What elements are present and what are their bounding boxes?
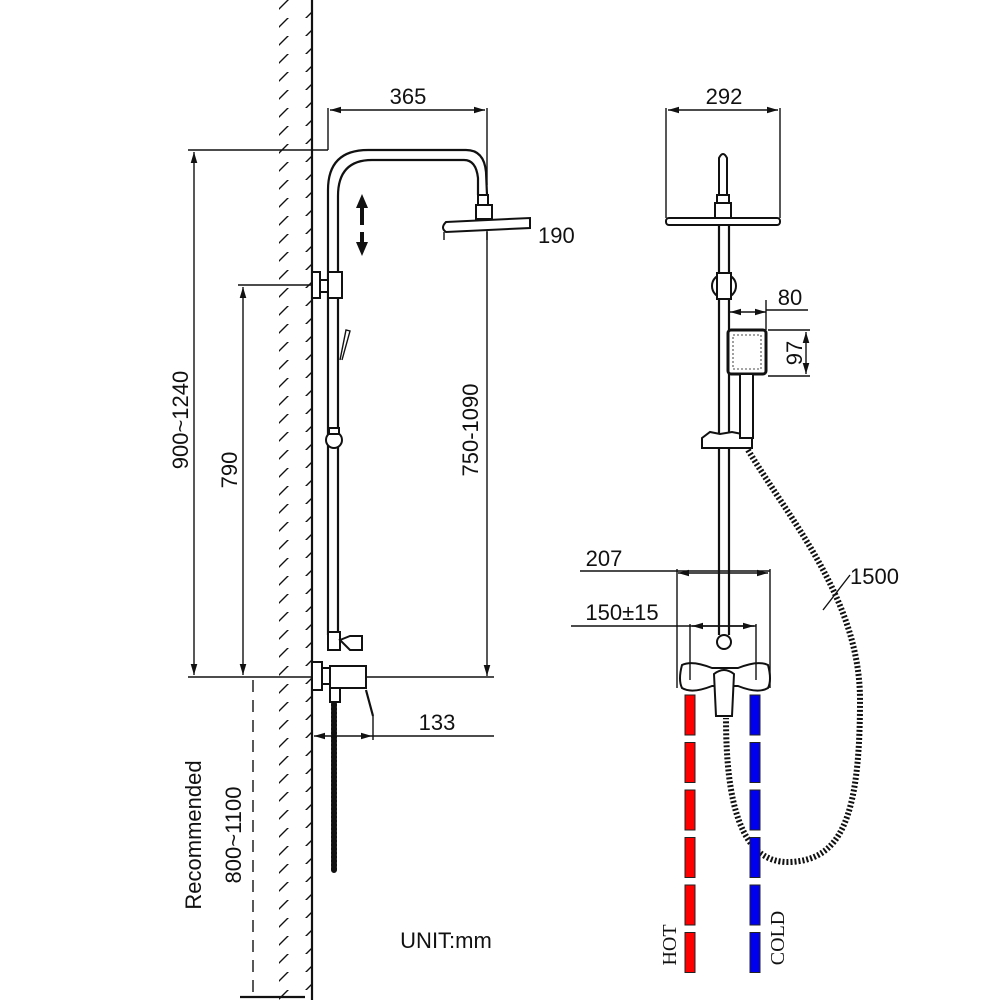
wall-bracket-lower — [311, 661, 323, 691]
dim-mixer-width: 207 — [580, 546, 771, 688]
shower-arm — [326, 148, 493, 272]
dim-arm-reach: 365 — [327, 84, 488, 185]
label-total-height: 900~1240 — [168, 371, 193, 470]
mixer-front — [679, 634, 771, 717]
cold-pipe-segment — [749, 789, 761, 831]
dim-head-thickness: 190 — [443, 223, 575, 248]
dim-total-height: 900~1240 — [168, 149, 328, 678]
diverter-front — [716, 634, 732, 650]
hot-pipe-segment — [684, 789, 696, 831]
dim-head-width: 292 — [665, 84, 781, 218]
mixer-lever-front — [712, 669, 736, 717]
dim-hose-length: 1500 — [822, 564, 899, 611]
label-hose-length: 1500 — [850, 564, 899, 589]
hot-pipe-segment — [684, 837, 696, 878]
handheld-shower-front — [726, 328, 768, 439]
cold-pipe-segment — [749, 742, 761, 783]
label-handheld-width: 80 — [778, 285, 802, 310]
label-hot: HOT — [659, 924, 681, 965]
label-head-thickness: 190 — [538, 223, 575, 248]
dim-inlet-spacing: 150±15 — [571, 600, 757, 680]
cold-water-inlet — [749, 694, 761, 973]
wall-bracket-upper — [311, 271, 321, 299]
hot-water-inlet — [684, 694, 696, 973]
dim-rail-adjust: 750-1090 — [366, 230, 494, 678]
cold-pipe-segment — [749, 932, 761, 973]
unit-label: UNIT:mm — [400, 928, 492, 953]
wall — [279, 0, 314, 1000]
label-head-width: 292 — [706, 84, 743, 109]
label-rail-adjust: 750-1090 — [458, 384, 483, 477]
hot-pipe-segment — [684, 694, 696, 736]
cold-pipe-segment — [749, 884, 761, 926]
cold-pipe-segment — [749, 694, 761, 736]
hose-front — [723, 448, 864, 866]
diverter-side — [338, 635, 363, 651]
dim-bracket-height: 790 — [217, 284, 312, 675]
overhead-shower-head-side — [442, 216, 531, 234]
label-cold: COLD — [767, 911, 789, 965]
mixer-lever-side — [364, 689, 375, 717]
overhead-shower-head-front — [665, 153, 781, 226]
cold-pipe-segment — [749, 837, 761, 878]
height-adjust-arrow-icon — [356, 194, 368, 256]
mixer-side — [311, 631, 375, 717]
riser-rail-side — [311, 271, 351, 635]
label-mixer-width: 207 — [586, 546, 623, 571]
label-mixer-projection: 133 — [419, 710, 456, 735]
label-arm-reach: 365 — [390, 84, 427, 109]
dim-mixer-projection: 133 — [314, 710, 494, 740]
label-recommended-range: 800~1100 — [221, 787, 246, 884]
label-handheld-height: 97 — [782, 341, 807, 365]
dim-recommended: Recommended 800~1100 — [181, 680, 305, 1000]
label-bracket-height: 790 — [217, 452, 242, 489]
hot-pipe-segment — [684, 742, 696, 783]
dim-handheld-width: 80 — [730, 285, 808, 330]
label-recommended: Recommended — [181, 760, 206, 909]
label-inlet-spacing: 150±15 — [585, 600, 658, 625]
hot-pipe-segment — [684, 932, 696, 973]
handheld-side — [339, 329, 351, 361]
dim-handheld-height: 97 — [768, 329, 810, 377]
wall-hatch — [279, 0, 312, 1000]
hot-pipe-segment — [684, 884, 696, 926]
